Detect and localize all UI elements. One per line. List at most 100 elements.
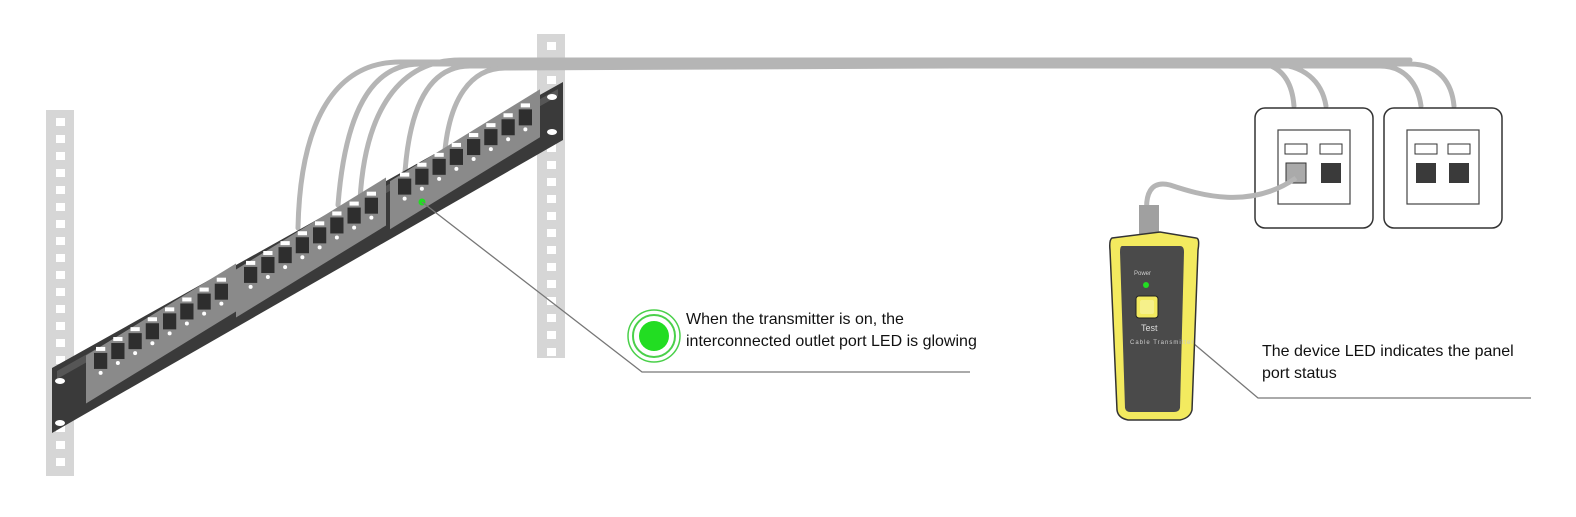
- port-label-slot: [216, 277, 226, 282]
- port-label-slot: [182, 297, 192, 302]
- port-label-slot: [280, 241, 290, 246]
- patch-port: [197, 293, 211, 310]
- patch-port: [145, 323, 159, 340]
- outlet-port: [1449, 163, 1469, 183]
- rail-hole: [547, 297, 556, 305]
- port-led: [167, 331, 172, 336]
- rail-hole: [56, 271, 65, 279]
- rail-hole: [56, 237, 65, 245]
- cable-tester-device: [1109, 231, 1200, 421]
- port-led: [317, 245, 322, 250]
- port-group: [390, 89, 540, 230]
- port-label-slot: [469, 133, 479, 138]
- port-label-slot: [434, 152, 444, 157]
- device-led-callout: The device LED indicates the panel port …: [1262, 341, 1514, 385]
- port-led: [98, 370, 103, 375]
- tester-name-label: Cable Transmitter: [1130, 340, 1195, 346]
- outlet-led-callout: When the transmitter is on, the intercon…: [686, 309, 977, 353]
- callout-line: The device LED indicates the panel: [1262, 343, 1514, 360]
- port-led: [265, 275, 270, 280]
- rail-hole: [56, 118, 65, 126]
- patch-port: [347, 207, 361, 224]
- rail-hole: [56, 220, 65, 228]
- port-led: [437, 176, 442, 181]
- callout-line: interconnected outlet port LED is glowin…: [686, 333, 977, 350]
- rail-hole: [547, 263, 556, 271]
- rail-hole: [56, 288, 65, 296]
- port-led: [454, 166, 459, 171]
- tester-button-label: Test: [1141, 323, 1158, 333]
- port-label-slot: [165, 307, 175, 312]
- patch-port: [484, 129, 498, 146]
- port-led: [248, 284, 253, 289]
- callout-line: port status: [1262, 365, 1337, 382]
- rail-hole: [547, 280, 556, 288]
- rail-hole: [56, 135, 65, 143]
- panel-mount-hole: [547, 129, 557, 135]
- port-label-slot: [366, 191, 376, 196]
- port-label-slot: [349, 201, 359, 206]
- port-led: [150, 341, 155, 346]
- port-led: [133, 351, 138, 356]
- port-led: [523, 127, 528, 132]
- patch-port: [244, 266, 258, 283]
- wall-outlet-2: [1383, 107, 1503, 229]
- patch-port: [330, 217, 344, 234]
- rail-hole: [547, 144, 556, 152]
- port-led: [115, 361, 120, 366]
- rail-hole: [547, 76, 556, 84]
- port-label-slot: [315, 221, 325, 226]
- port-label-slot: [417, 162, 427, 167]
- port-label-slot: [147, 317, 157, 322]
- port-led: [419, 186, 424, 191]
- port-led: [488, 147, 493, 152]
- patch-port: [518, 109, 532, 126]
- wall-outlet-1: [1254, 107, 1374, 229]
- rail-hole: [56, 152, 65, 160]
- rail-hole: [56, 254, 65, 262]
- patch-port: [467, 139, 481, 156]
- patch-port: [111, 343, 125, 360]
- rail-hole: [547, 314, 556, 322]
- port-label-slot: [130, 327, 140, 332]
- outlet-port: [1321, 163, 1341, 183]
- port-label-slot: [400, 172, 410, 177]
- rail-hole: [547, 42, 556, 50]
- port-led: [334, 235, 339, 240]
- port-led: [283, 265, 288, 270]
- port-led: [471, 157, 476, 162]
- port-label-slot: [520, 103, 530, 108]
- port-label-slot: [199, 287, 209, 292]
- cable-bundle: [295, 57, 1457, 231]
- panel-mount-hole: [547, 94, 557, 100]
- patch-port: [295, 237, 309, 254]
- rail-hole: [56, 186, 65, 194]
- port-label-slot: [297, 231, 307, 236]
- port-label-slot: [451, 142, 461, 147]
- patch-port: [313, 227, 327, 244]
- outlet-port-in-use: [1285, 162, 1307, 184]
- rail-hole: [547, 212, 556, 220]
- patch-port: [432, 158, 446, 175]
- rail-hole: [56, 356, 65, 364]
- rail-hole: [56, 322, 65, 330]
- port-led: [369, 215, 374, 220]
- rail-hole: [56, 305, 65, 313]
- port-led: [506, 137, 511, 142]
- port-label-slot: [113, 337, 123, 342]
- rail-hole: [547, 178, 556, 186]
- patch-panel: [52, 82, 563, 433]
- patch-port: [415, 168, 429, 185]
- tester-plug: [1139, 205, 1159, 235]
- patch-port: [94, 352, 108, 369]
- patch-port: [180, 303, 194, 320]
- rail-hole: [56, 203, 65, 211]
- rail-hole: [56, 169, 65, 177]
- port-label-slot: [332, 211, 342, 216]
- rail-hole: [547, 195, 556, 203]
- tester-power-led: [1143, 282, 1149, 288]
- patch-port: [398, 178, 412, 195]
- port-group: [86, 263, 236, 404]
- patch-port: [364, 197, 378, 214]
